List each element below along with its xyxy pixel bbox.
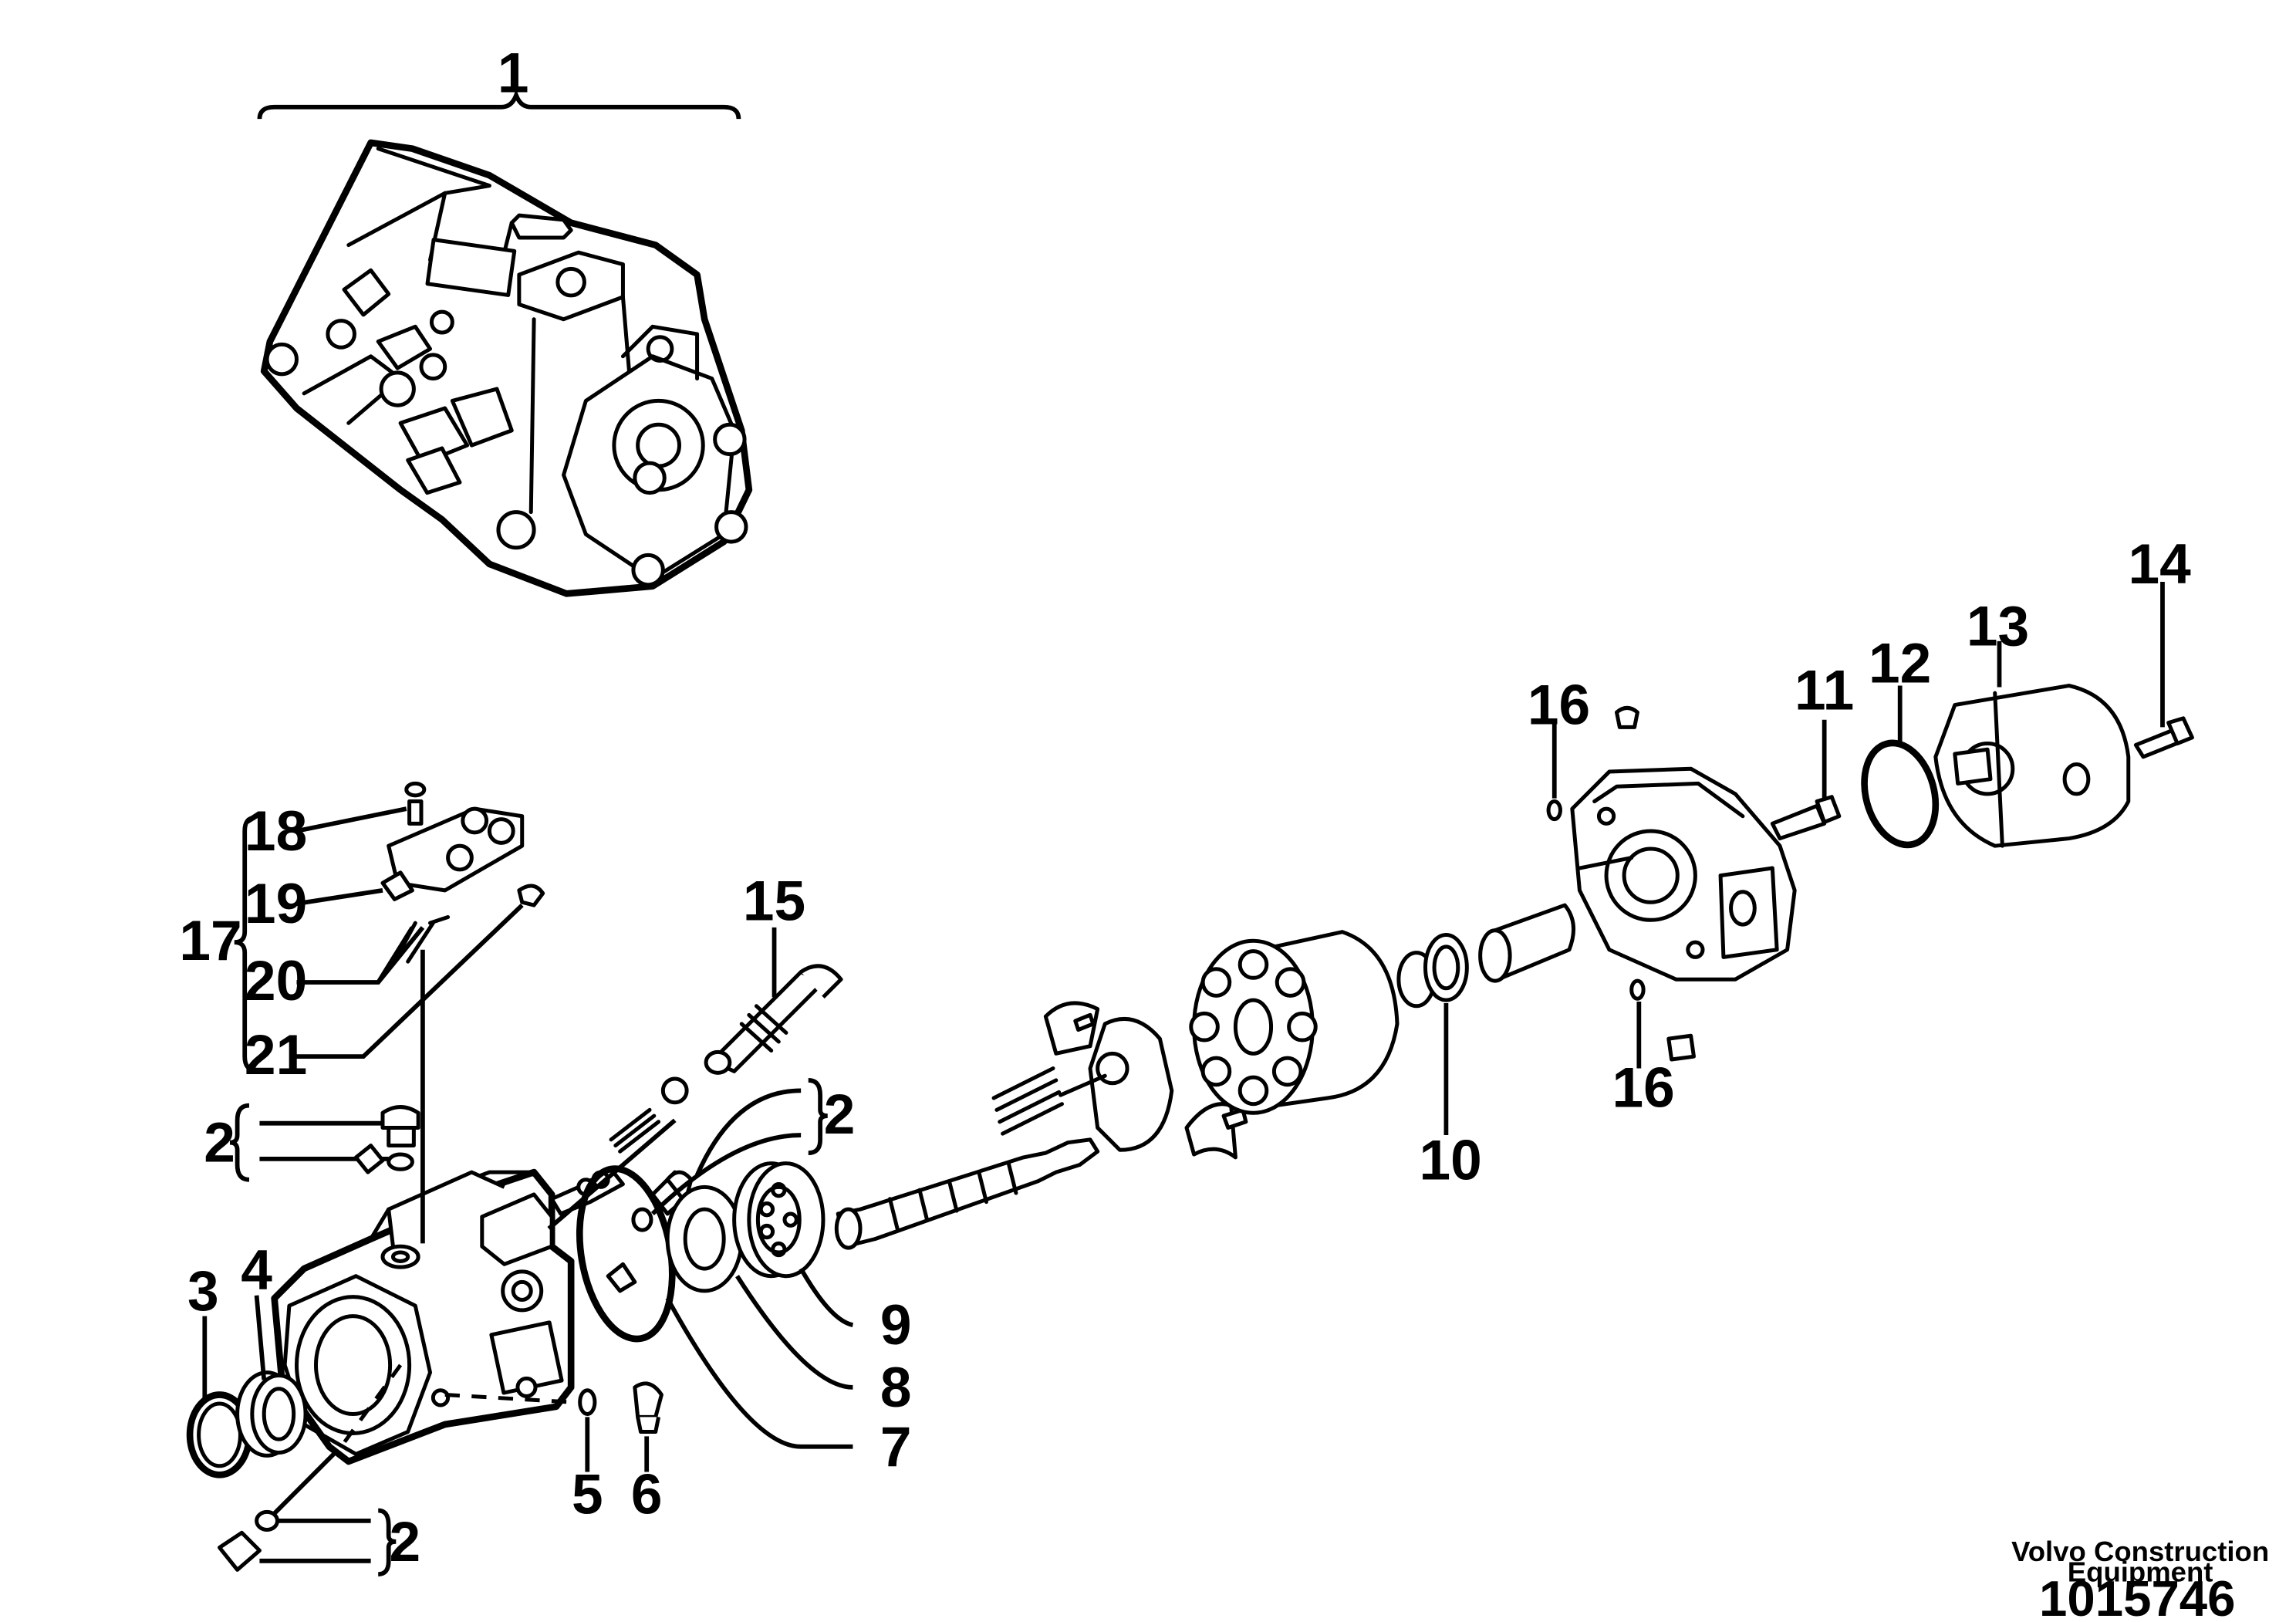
part-17-control-valve-kit	[234, 781, 545, 1244]
label-20: 20	[245, 950, 307, 1012]
label-4: 4	[241, 1239, 272, 1302]
drive-shaft	[834, 1137, 1100, 1250]
part-14-bolt	[2133, 581, 2194, 759]
label-16-top: 16	[1528, 674, 1590, 737]
label-8: 8	[880, 1357, 912, 1419]
needle-bearing-sleeve	[1478, 903, 1575, 983]
label-10: 10	[1420, 1130, 1482, 1192]
label-5: 5	[572, 1463, 603, 1526]
label-9: 9	[880, 1294, 912, 1357]
part-2-plug-top	[229, 1103, 420, 1182]
part-9-bearing	[732, 1161, 854, 1327]
reference-number: 1015746	[2039, 1570, 2235, 1622]
label-2-right: 2	[824, 1083, 856, 1146]
label-11: 11	[1795, 659, 1854, 721]
part-6-plug	[633, 1381, 663, 1472]
port-plate-cover	[1570, 766, 1797, 982]
swash-plate-parts	[991, 1001, 1248, 1160]
label-12: 12	[1869, 633, 1931, 695]
label-17: 17	[179, 910, 241, 972]
label-13: 13	[1967, 596, 2029, 658]
brand-line-2: Equipment	[2068, 1556, 2213, 1588]
label-3: 3	[187, 1260, 219, 1323]
part-8-shaft-seal	[665, 1184, 853, 1390]
label-21: 21	[245, 1024, 307, 1086]
part-4-seal	[235, 1295, 308, 1458]
part-11-bolt	[1770, 719, 1842, 841]
cylinder-block	[1189, 930, 1400, 1115]
part-15-valve-spool	[609, 927, 843, 1154]
label-1: 1	[498, 42, 529, 105]
part-13-gear-pump	[1933, 640, 2131, 848]
label-7: 7	[880, 1416, 912, 1478]
part-12-o-ring	[1861, 685, 1940, 849]
pump-assembly	[257, 89, 753, 597]
part-5-o-ring	[578, 1388, 597, 1472]
label-6: 6	[631, 1463, 663, 1526]
part-2-plug-bottom	[218, 1508, 397, 1576]
part-2-plug-right	[631, 1078, 828, 1232]
label-14: 14	[2128, 533, 2191, 596]
part-10-bearing	[1396, 933, 1469, 1136]
label-18: 18	[245, 800, 307, 863]
label-16-bottom: 16	[1612, 1057, 1674, 1120]
brand-line-1: Volvo Construction	[2011, 1536, 2269, 1567]
label-19: 19	[245, 873, 307, 935]
label-2-bottom: 2	[390, 1511, 421, 1573]
label-15: 15	[743, 870, 805, 932]
label-2-top: 2	[204, 1112, 235, 1174]
